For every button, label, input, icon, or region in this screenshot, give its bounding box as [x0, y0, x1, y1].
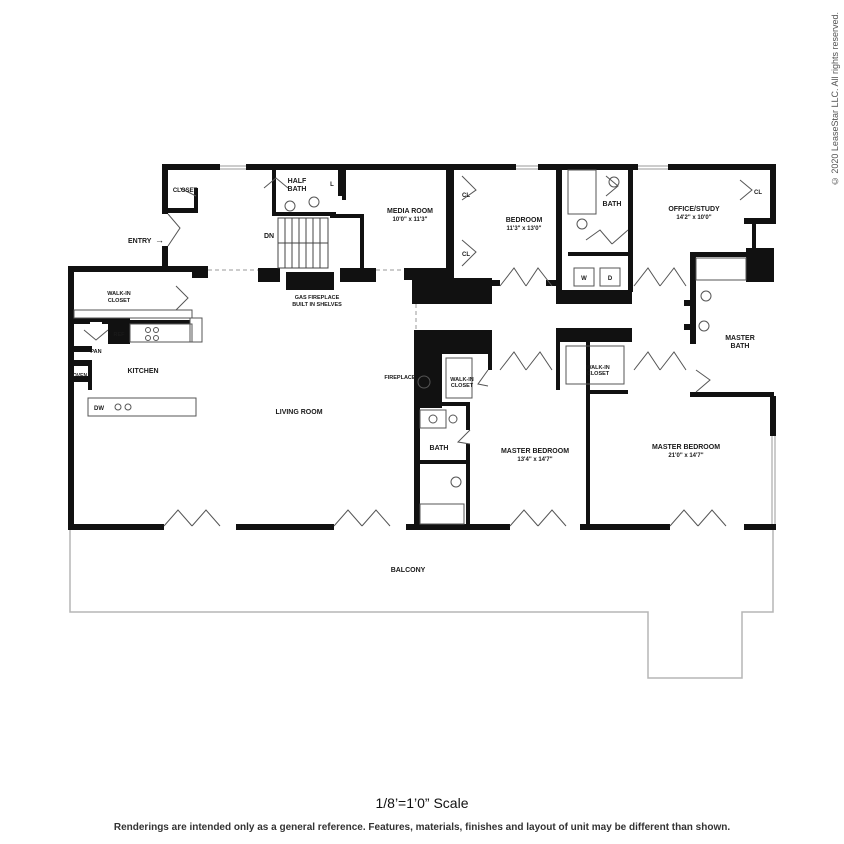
balcony-label: BALCONY	[391, 567, 426, 574]
dw-label: DW	[94, 406, 104, 412]
cl-label-3: CL	[754, 190, 762, 196]
openings	[208, 269, 417, 330]
linen-label: L	[330, 182, 334, 188]
kitchen-label: KITCHEN	[127, 368, 158, 375]
master-bedroom-1-label: MASTER BEDROOM	[501, 448, 569, 455]
scale-label: 1/8’=1’0” Scale	[375, 795, 469, 811]
walkin-label-1: WALK-IN	[450, 377, 474, 383]
entry-label: ENTRY	[128, 238, 152, 245]
doors	[83, 175, 753, 527]
media-room-label: MEDIA ROOM	[387, 208, 433, 215]
walkin-closet-label-2: CLOSET	[587, 371, 610, 377]
oven-label: OVEN	[73, 373, 88, 379]
kitchen-walkin-label: WALK-IN	[107, 291, 131, 297]
closet-label: CLOSET	[173, 188, 198, 194]
cl-label-1: CL	[462, 193, 470, 199]
dn-label: DN	[264, 233, 274, 240]
balcony-outline	[69, 528, 774, 679]
washer-label: W	[581, 276, 587, 282]
interior-walls	[72, 168, 776, 530]
bedroom-label: BEDROOM	[506, 217, 543, 224]
living-room-label: LIVING ROOM	[275, 409, 322, 416]
master-bedroom-2-label: MASTER BEDROOM	[652, 444, 720, 451]
dryer-label: D	[608, 276, 613, 282]
half-bath-label: HALF	[288, 178, 307, 185]
gas-fireplace-label: GAS FIREPLACE	[295, 295, 340, 301]
cl-label-2: CL	[462, 252, 470, 258]
master-bedroom-1-dim: 13'4" x 14'7"	[517, 457, 552, 463]
bedroom-dim: 11'3" x 13'0"	[507, 226, 542, 232]
stairs	[277, 217, 329, 269]
exterior-walls	[68, 164, 776, 530]
disclaimer-text: Renderings are intended only as a genera…	[113, 822, 731, 833]
fixtures	[114, 169, 747, 525]
ref-label: REF	[114, 332, 126, 338]
walkin-label-2: WALK-IN	[586, 365, 610, 371]
office-dim: 14'2" x 10'0"	[676, 215, 711, 221]
master-bath-label: MASTER	[725, 335, 755, 342]
master-bath-label-2: BATH	[731, 343, 750, 350]
walkin-closet-label-1: CLOSET	[451, 383, 474, 389]
copyright-notice: © 2020 LeaseStar LLC. All rights reserve…	[830, 12, 840, 187]
media-room-dim: 10'0" x 11'3"	[393, 217, 428, 223]
pan-label: PAN	[90, 349, 101, 355]
bath-label-1: BATH	[603, 201, 622, 208]
counters	[73, 309, 203, 417]
room-labels: CLOSET HALF BATH L ENTRY → DN MEDIA ROOM…	[73, 178, 762, 574]
master-bedroom-2-dim: 21'0" x 14'7"	[668, 453, 703, 459]
windows	[220, 165, 776, 524]
kitchen-walkin-label-2: CLOSET	[108, 298, 131, 304]
fireplace-label: FIREPLACE	[384, 375, 416, 381]
office-label: OFFICE/STUDY	[668, 206, 720, 213]
bath-label-2: BATH	[430, 445, 449, 452]
built-in-label: BUILT IN SHELVES	[292, 302, 342, 308]
half-bath-label-2: BATH	[288, 186, 307, 193]
entry-arrow-icon: →	[155, 235, 164, 245]
